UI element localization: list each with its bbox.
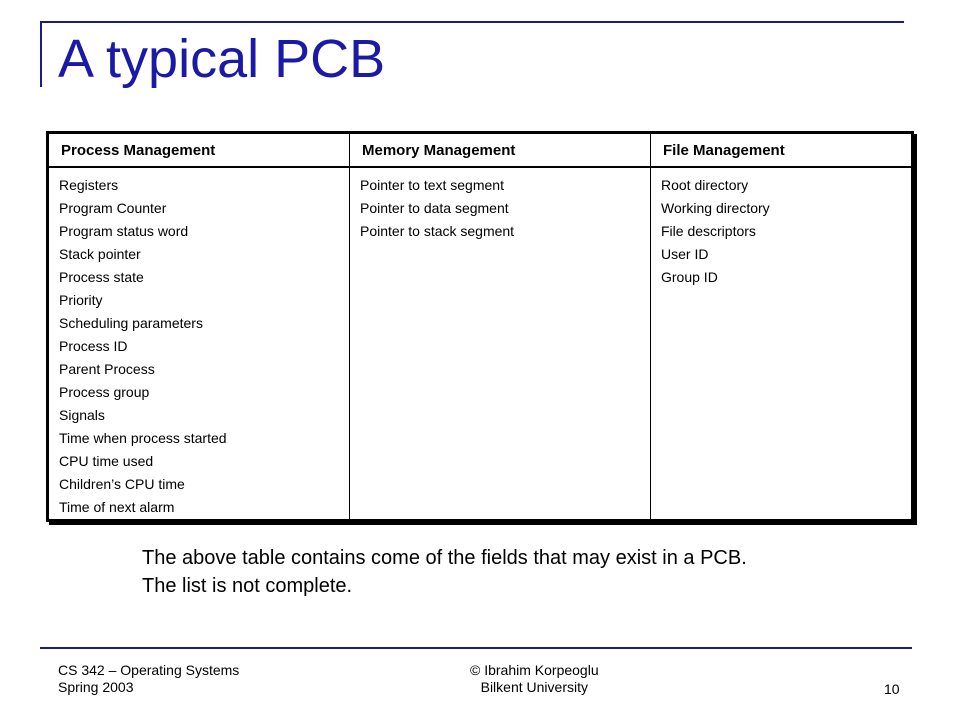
list-item: Pointer to text segment [360, 177, 504, 193]
pcb-table: Process Management Memory Management Fil… [46, 131, 914, 522]
footer-term: Spring 2003 [58, 679, 134, 695]
list-item: Group ID [661, 269, 718, 285]
list-item: Scheduling parameters [59, 315, 203, 331]
footer-institution: Bilkent University [480, 679, 588, 695]
list-item: File descriptors [661, 223, 756, 239]
footer-author-info: © Ibrahim Korpeoglu Bilkent University [470, 662, 599, 696]
list-item: Time when process started [59, 430, 227, 446]
header-memory-management: Memory Management [349, 132, 651, 168]
left-rule [40, 21, 42, 87]
file-management-cell: Root directory Working directory File de… [650, 166, 913, 521]
table-header-row: Process Management Memory Management Fil… [47, 132, 913, 168]
list-item: Process ID [59, 338, 128, 354]
list-item: Process state [59, 269, 144, 285]
table-row: Registers Program Counter Program status… [47, 166, 913, 521]
note-line-2: The list is not complete. [142, 575, 353, 597]
top-rule [40, 21, 904, 23]
list-item: Time of next alarm [59, 499, 175, 515]
bottom-rule [40, 647, 912, 649]
process-management-list: Registers Program Counter Program status… [59, 174, 349, 519]
header-file-management: File Management [650, 132, 913, 168]
page-number: 10 [884, 681, 900, 697]
note-line-1: The above table contains come of the fie… [142, 547, 747, 569]
list-item: CPU time used [59, 453, 154, 469]
list-item: Pointer to stack segment [360, 223, 515, 239]
header-process-management: Process Management [47, 132, 350, 168]
list-item: Root directory [661, 177, 749, 193]
list-item: Registers [59, 177, 119, 193]
list-item: Program status word [59, 223, 189, 239]
memory-management-cell: Pointer to text segment Pointer to data … [349, 166, 651, 521]
footer-course-info: CS 342 – Operating Systems Spring 2003 [58, 662, 239, 696]
table-note: The above table contains come of the fie… [142, 544, 902, 600]
list-item: Priority [59, 292, 103, 308]
footer-author: © Ibrahim Korpeoglu [470, 662, 599, 678]
memory-management-list: Pointer to text segment Pointer to data … [360, 174, 650, 243]
list-item: Process group [59, 384, 150, 400]
file-management-list: Root directory Working directory File de… [661, 174, 911, 289]
footer-course: CS 342 – Operating Systems [58, 662, 240, 678]
list-item: Program Counter [59, 200, 167, 216]
list-item: Signals [59, 407, 105, 423]
list-item: User ID [661, 246, 709, 262]
list-item: Parent Process [59, 361, 155, 377]
list-item: Pointer to data segment [360, 200, 509, 216]
list-item: Children’s CPU time [59, 476, 185, 492]
process-management-cell: Registers Program Counter Program status… [47, 166, 350, 521]
list-item: Working directory [661, 200, 770, 216]
list-item: Stack pointer [59, 246, 141, 262]
slide-title: A typical PCB [58, 29, 386, 89]
